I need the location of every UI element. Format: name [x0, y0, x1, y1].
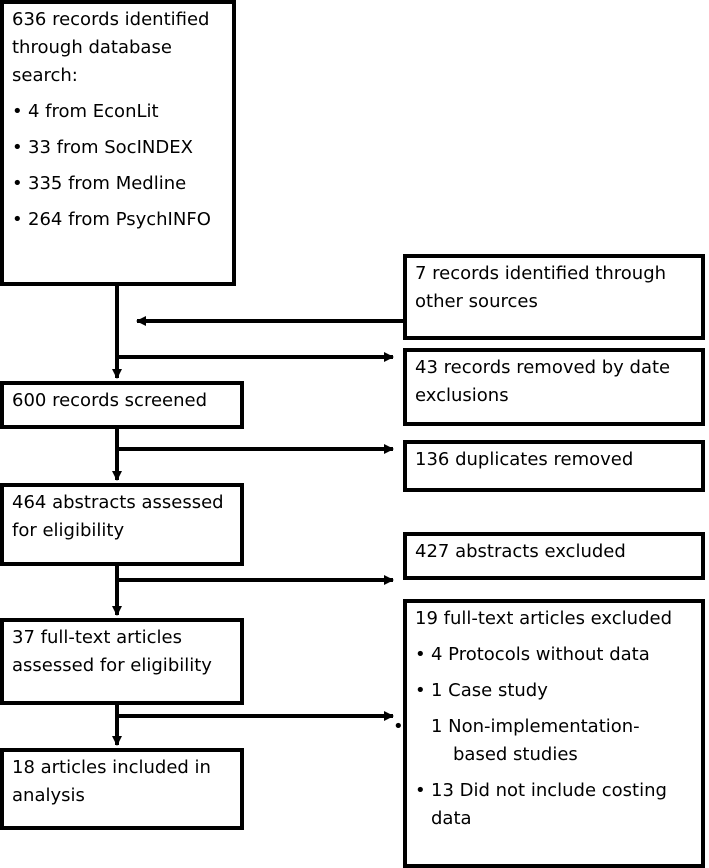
fulltext-box: 37 full-text articles assessed for eligi… — [0, 618, 244, 705]
abstracts-box: 464 abstracts assessed for eligibility — [0, 483, 244, 566]
search-item-medline: 335 from Medline — [12, 170, 224, 198]
duplicates-text: 136 duplicates removed — [415, 449, 634, 470]
search-item-psychinfo: 264 from PsychINFO — [12, 206, 224, 234]
fulltext-excluded-box: 19 full-text articles excluded 4 Protoco… — [403, 599, 705, 868]
other-sources-box: 7 records identified through other sourc… — [403, 254, 705, 340]
search-title: 636 records identified through database … — [12, 9, 210, 86]
duplicates-box: 136 duplicates removed — [403, 440, 705, 492]
abstracts-excluded-text: 427 abstracts excluded — [415, 541, 626, 562]
fulltext-excluded-no-costing: 13 Did not include costing data — [415, 777, 693, 833]
screened-box: 600 records screened — [0, 381, 244, 429]
fulltext-text: 37 full-text articles assessed for eligi… — [12, 627, 212, 676]
search-box: 636 records identified through database … — [0, 0, 236, 286]
date-exclusions-box: 43 records removed by date exclusions — [403, 348, 705, 426]
fulltext-excluded-protocols: 4 Protocols without data — [415, 641, 693, 669]
date-exclusions-text: 43 records removed by date exclusions — [415, 357, 671, 406]
abstracts-text: 464 abstracts assessed for eligibility — [12, 492, 224, 541]
search-item-econlit: 4 from EconLit — [12, 98, 224, 126]
other-sources-text: 7 records identified through other sourc… — [415, 263, 667, 312]
abstracts-excluded-box: 427 abstracts excluded — [403, 532, 705, 580]
search-item-socindex: 33 from SocINDEX — [12, 134, 224, 162]
screened-text: 600 records screened — [12, 390, 208, 411]
fulltext-excluded-non-implementation: 1 Non-implementation-based studies — [415, 713, 693, 769]
fulltext-excluded-case-study: 1 Case study — [415, 677, 693, 705]
included-box: 18 articles included in analysis — [0, 748, 244, 830]
fulltext-excluded-title: 19 full-text articles excluded — [415, 608, 673, 629]
included-text: 18 articles included in analysis — [12, 757, 211, 806]
